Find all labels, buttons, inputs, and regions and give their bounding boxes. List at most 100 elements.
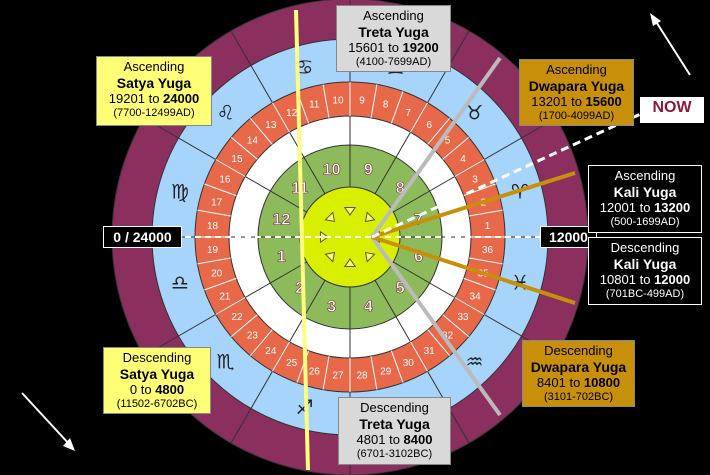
degree-number: 15 <box>231 154 243 165</box>
degree-number: 29 <box>380 366 392 377</box>
degree-divider-line <box>272 341 290 372</box>
degree-divider-line <box>249 117 273 145</box>
box-to: to <box>639 272 651 288</box>
zodiac-sign-glyph: ♎ <box>171 271 189 295</box>
degree-divider-line <box>390 91 404 124</box>
degree-divider-line <box>427 329 451 357</box>
satya-yuga-line <box>294 9 310 471</box>
degree-divider-line <box>322 84 330 118</box>
box-title: Dwapara Yuga <box>528 77 625 94</box>
degree-number: 27 <box>332 370 344 381</box>
degree-number: 26 <box>309 366 321 377</box>
degree-number: 25 <box>286 358 298 369</box>
box-title: Kali Yuga <box>613 255 677 272</box>
now-line <box>371 110 646 239</box>
yuga-lines <box>21 9 691 471</box>
house-number: 9 <box>364 161 373 178</box>
house-number: 5 <box>396 280 405 297</box>
box-start: 15601 <box>348 40 385 56</box>
degree-number: 11 <box>309 100 320 111</box>
degree-number: 30 <box>403 358 415 369</box>
degree-divider-line <box>454 297 485 315</box>
dwapara-yuga-line-desc <box>371 235 576 305</box>
house-number: 10 <box>323 161 341 178</box>
degree-divider-line <box>197 257 231 265</box>
zodiac-sign-glyph: ♏ <box>217 349 235 373</box>
degree-divider-line <box>197 209 231 217</box>
zodiac-sign-glyph: ♋ <box>295 55 313 79</box>
box-phase: Ascending <box>363 8 424 23</box>
degree-number: 18 <box>207 221 219 232</box>
degree-number: 20 <box>211 269 223 280</box>
center-arrow <box>343 206 357 216</box>
center-arrow <box>324 251 336 263</box>
box-title: Treta Yuga <box>359 415 430 432</box>
box-years: (11502-6702BC) <box>116 397 198 410</box>
degree-number: 7 <box>406 108 412 119</box>
degree-divider-line <box>410 102 428 133</box>
box-descending-treta-yuga: Descending Treta Yuga 4801 to 8400 (6701… <box>338 397 451 465</box>
degree-number: 28 <box>356 370 368 381</box>
center-arrow <box>364 211 376 223</box>
house-number: 2 <box>295 280 304 297</box>
box-phase: Ascending <box>614 168 676 183</box>
degree-number: 1 <box>485 221 491 232</box>
house-number: 6 <box>414 248 423 265</box>
box-ascending-dwapara-yuga: Ascending Dwapara Yuga 13201 to 15600 (1… <box>519 59 634 126</box>
dwapara-yuga-line-asc <box>371 171 576 239</box>
now-label: NOW <box>640 97 704 123</box>
degree-divider-line <box>442 314 470 338</box>
box-end: 15600 <box>585 94 622 110</box>
degree-number: 24 <box>265 346 277 357</box>
degree-number: 8 <box>383 100 389 111</box>
degree-divider-line <box>410 341 428 372</box>
axis-left-label: 0 / 24000 <box>103 226 182 248</box>
box-start: 8401 <box>536 375 566 391</box>
box-title: Satya Yuga <box>119 365 195 382</box>
center-arrow <box>343 258 357 268</box>
box-start: 12001 <box>599 200 636 216</box>
box-years: (500-1699AD) <box>610 215 680 228</box>
zodiac-sign-glyph: ♉ <box>465 101 483 125</box>
box-to: to <box>569 375 581 391</box>
box-end: 19200 <box>402 40 439 56</box>
box-ascending-satya-yuga: Ascending Satya Yuga 19201 to 24000 (770… <box>96 56 212 126</box>
box-title: Kali Yuga <box>613 183 677 200</box>
box-to: to <box>639 200 651 216</box>
wheel-spokes <box>112 0 588 475</box>
zodiac-sign-glyph: ♒ <box>465 349 483 373</box>
house-number: 8 <box>396 180 405 197</box>
box-title: Treta Yuga <box>358 23 429 40</box>
box-end: 24000 <box>163 91 200 107</box>
degree-divider-line <box>469 257 503 265</box>
box-end: 13200 <box>654 200 691 216</box>
degree-number: 10 <box>332 96 344 107</box>
box-start: 4801 <box>356 432 386 448</box>
arrow-head <box>63 438 75 451</box>
degree-number: 19 <box>207 245 219 256</box>
degree-number: 9 <box>359 96 365 107</box>
degree-number: 34 <box>470 291 482 302</box>
box-years: (701BC-499AD) <box>605 287 685 300</box>
degree-divider-line <box>427 117 451 145</box>
box-years: (3101-702BC) <box>543 390 614 403</box>
degree-divider-line <box>370 356 378 390</box>
degree-number: 23 <box>247 331 259 342</box>
degree-divider-line <box>204 183 237 197</box>
degree-number: 33 <box>457 312 469 323</box>
degree-number: 17 <box>211 197 223 208</box>
box-start: 10801 <box>599 272 636 288</box>
zodiac-sign-glyph: ♌ <box>217 101 235 125</box>
degree-number: 3 <box>472 175 478 186</box>
center-arrow <box>364 251 376 263</box>
house-number: 1 <box>277 248 286 265</box>
house-number: 7 <box>414 212 423 229</box>
degree-number: 31 <box>424 346 436 357</box>
degree-divider-line <box>230 314 258 338</box>
box-phase: Descending <box>610 240 680 255</box>
box-ascending-treta-yuga: Ascending Treta Yuga 15601 to 19200 (410… <box>336 5 451 72</box>
degree-divider-line <box>370 84 378 118</box>
degree-number: 12 <box>286 108 298 119</box>
degree-number: 16 <box>219 175 231 186</box>
house-number: 12 <box>273 212 291 229</box>
